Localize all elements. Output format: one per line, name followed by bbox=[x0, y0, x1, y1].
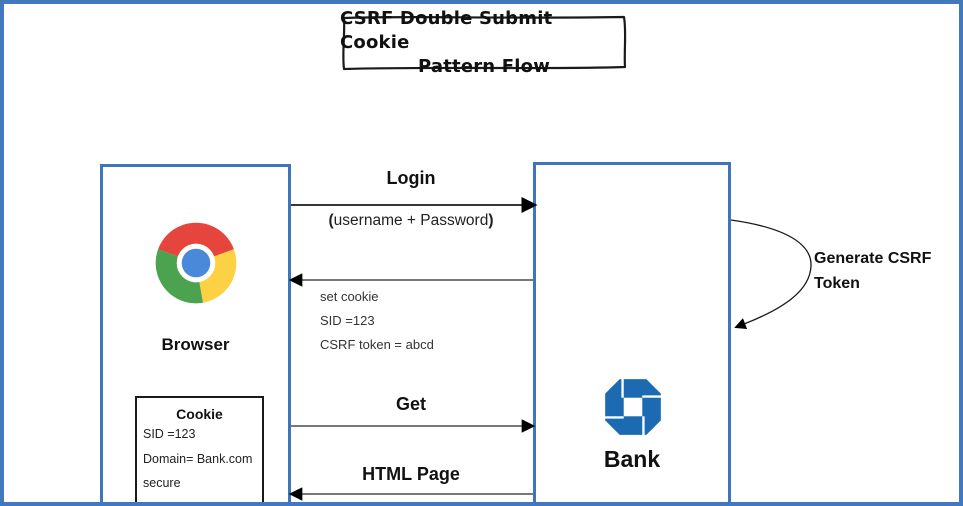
cookie-line-secure: secure bbox=[143, 476, 181, 490]
browser-label: Browser bbox=[161, 335, 230, 354]
bank-box: Bank bbox=[533, 162, 731, 506]
credentials-open-paren: ( bbox=[328, 212, 334, 229]
chase-bank-icon bbox=[604, 378, 662, 436]
set-cookie-lines: set cookie SID =123 CSRF token = abcd bbox=[320, 285, 434, 357]
title-box: CSRF Double Submit Cookie Pattern Flow bbox=[340, 8, 628, 77]
chrome-icon bbox=[155, 222, 237, 304]
generate-token-label: Generate CSRF Token bbox=[814, 246, 931, 296]
get-label: Get bbox=[395, 394, 426, 414]
html-page-label: HTML Page bbox=[362, 464, 460, 484]
set-cookie-line-3: CSRF token = abcd bbox=[320, 337, 434, 352]
diagram-title: CSRF Double Submit Cookie Pattern Flow bbox=[340, 8, 628, 77]
generate-token-line-2: Token bbox=[814, 275, 860, 292]
title-box-sketch-border bbox=[342, 15, 627, 71]
credentials-text: username + Password bbox=[333, 212, 489, 229]
cookie-line-domain: Domain= Bank.com bbox=[143, 451, 253, 466]
diagram-title-line-2: Pattern Flow bbox=[417, 55, 551, 77]
cookie-box: Cookie SID =123 Domain= Bank.com secure bbox=[135, 396, 264, 506]
cookie-line-sid: SID =123 bbox=[143, 427, 196, 441]
generate-token-self-arrow bbox=[730, 219, 812, 330]
credentials-close-paren: ) bbox=[488, 212, 494, 229]
set-cookie-line-2: SID =123 bbox=[320, 313, 375, 328]
credentials-label: (username + Password) bbox=[291, 212, 531, 230]
diagram-title-line-1: CSRF Double Submit Cookie bbox=[340, 7, 553, 53]
login-label: Login bbox=[386, 168, 436, 188]
generate-token-line-1: Generate CSRF bbox=[814, 250, 932, 267]
set-cookie-line-1: set cookie bbox=[320, 289, 379, 304]
cookie-box-title: Cookie bbox=[176, 406, 223, 422]
bank-label: Bank bbox=[603, 446, 661, 472]
